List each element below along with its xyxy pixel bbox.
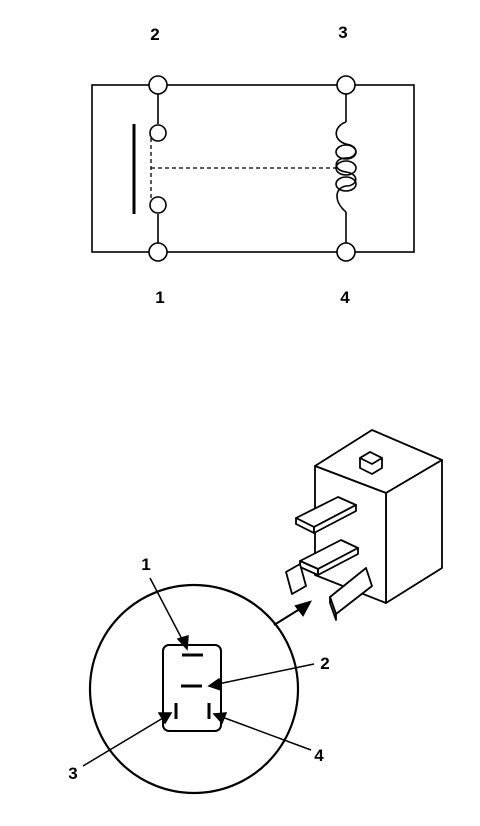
terminal-node-1 <box>148 242 168 262</box>
coil-winding <box>335 121 357 213</box>
contact-upper <box>149 124 167 142</box>
terminal-label-4: 4 <box>340 288 350 307</box>
callout-label-1: 1 <box>141 555 150 574</box>
terminal-node-2 <box>148 75 168 95</box>
connector-magnifier <box>88 583 300 795</box>
relay-pin-vertical-right-edge <box>329 596 337 621</box>
callout-leaders <box>82 577 315 767</box>
coil-loop-2 <box>335 160 357 176</box>
terminal-node-3 <box>336 75 356 95</box>
connector-housing <box>162 644 222 732</box>
coil-loop-3 <box>335 176 357 192</box>
callout-label-2: 2 <box>320 654 329 673</box>
zoom-arrow <box>273 600 313 626</box>
relay-pin-vertical-left <box>285 563 307 595</box>
schematic-frame <box>91 84 415 253</box>
terminal-label-2: 2 <box>150 25 159 44</box>
relay-top-nub-top <box>359 451 383 465</box>
callout-label-4: 4 <box>314 746 324 765</box>
magnifier-circle <box>88 583 300 795</box>
leader-3 <box>82 717 164 767</box>
relay-body <box>285 429 443 621</box>
relay-schematic <box>91 75 415 262</box>
leader-1 <box>149 577 184 642</box>
callout-label-3: 3 <box>68 764 77 783</box>
contact-lower <box>149 196 167 214</box>
leader-4 <box>221 716 312 751</box>
relay-pin-upper-side <box>313 504 357 534</box>
relay-pin-middle-side <box>317 547 359 576</box>
terminal-label-3: 3 <box>338 23 347 42</box>
leader-2 <box>217 663 315 685</box>
terminal-node-4 <box>336 242 356 262</box>
terminal-label-1: 1 <box>155 288 164 307</box>
coil-loop-1 <box>335 144 357 160</box>
